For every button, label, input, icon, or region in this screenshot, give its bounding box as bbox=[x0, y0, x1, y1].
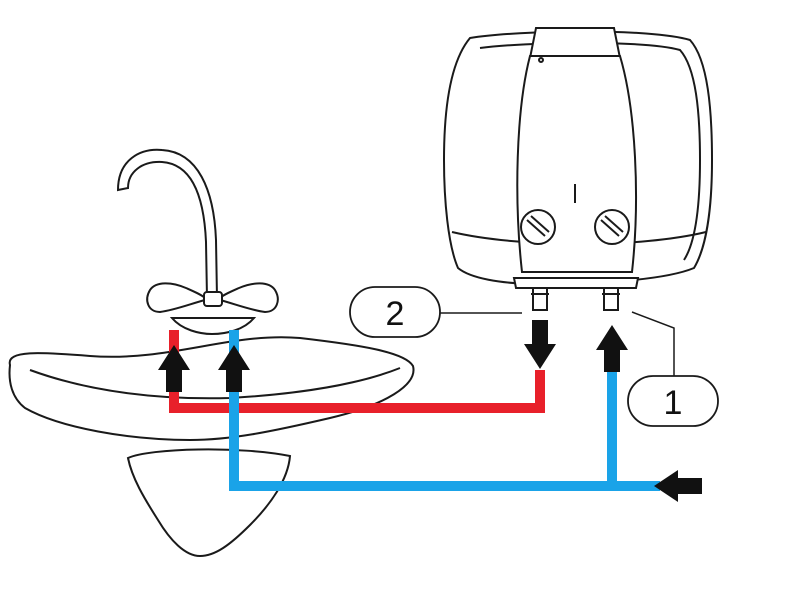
heater-fitting-hot bbox=[532, 287, 548, 311]
heater-knob-right bbox=[594, 209, 630, 245]
flow-arrow-icon bbox=[158, 320, 702, 502]
callout-2-label: 2 bbox=[386, 295, 405, 333]
arrow-down-hot-outlet bbox=[524, 320, 556, 369]
callout-1: 1 bbox=[627, 311, 719, 427]
arrow-left-cold-supply bbox=[654, 470, 702, 502]
faucet-spout bbox=[116, 148, 219, 299]
callout-1-label: 1 bbox=[664, 384, 683, 422]
arrow-up-hot-faucet bbox=[158, 345, 190, 392]
sink-icon bbox=[8, 336, 415, 558]
arrow-up-cold-faucet bbox=[218, 345, 250, 392]
heater-base bbox=[512, 277, 640, 289]
sink-basin-rim bbox=[8, 336, 415, 442]
faucet-handle-left bbox=[146, 282, 206, 314]
faucet-icon bbox=[116, 148, 279, 336]
heater-panel-dot bbox=[538, 57, 544, 63]
arrow-up-cold-inlet bbox=[596, 325, 628, 372]
sink-pedestal bbox=[126, 448, 292, 558]
callout-2: 2 bbox=[349, 286, 522, 338]
faucet-hub bbox=[203, 291, 223, 307]
heater-knob-left bbox=[520, 209, 556, 245]
heater-fitting-cold bbox=[603, 287, 619, 311]
heater-top-cap bbox=[528, 27, 622, 59]
faucet-handle-right bbox=[219, 282, 279, 314]
faucet-base bbox=[169, 317, 257, 336]
water-heater-icon bbox=[442, 27, 714, 311]
